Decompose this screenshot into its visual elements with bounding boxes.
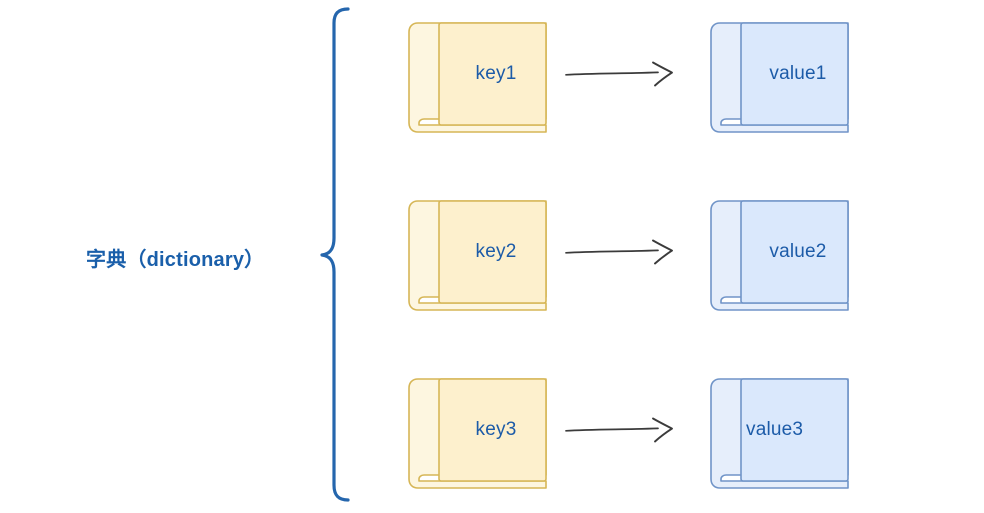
- arrow-head: [652, 61, 673, 87]
- book-page-shape: [740, 378, 849, 482]
- book-page-shape: [740, 200, 849, 304]
- book-shape-icon: [710, 378, 849, 489]
- book-shape-icon: [408, 22, 547, 133]
- arrow-icon: [565, 239, 673, 265]
- book-page-shape: [438, 22, 547, 126]
- arrow-head: [652, 239, 673, 265]
- book-shape-icon: [408, 200, 547, 311]
- book-node-value1[interactable]: value1: [710, 22, 854, 134]
- arrow-row-3: [563, 415, 683, 445]
- book-node-key1[interactable]: key1: [408, 22, 552, 134]
- arrow-shaft: [565, 427, 659, 432]
- book-page-shape: [438, 378, 547, 482]
- arrow-head: [652, 417, 673, 443]
- arrow-row-1: [563, 59, 683, 89]
- arrow-row-2: [563, 237, 683, 267]
- arrow-icon: [565, 61, 673, 87]
- curly-brace-icon: [320, 7, 350, 502]
- book-page-shape: [740, 22, 849, 126]
- arrow-shaft: [565, 71, 659, 76]
- arrow-icon: [565, 417, 673, 443]
- arrow-shaft: [565, 249, 659, 254]
- book-node-key2[interactable]: key2: [408, 200, 552, 312]
- book-page-shape: [438, 200, 547, 304]
- book-node-value2[interactable]: value2: [710, 200, 854, 312]
- book-node-key3[interactable]: key3: [408, 378, 552, 490]
- book-node-value3[interactable]: value3: [710, 378, 854, 490]
- book-shape-icon: [408, 378, 547, 489]
- book-shape-icon: [710, 22, 849, 133]
- book-shape-icon: [710, 200, 849, 311]
- group-label-dictionary: 字典（dictionary）: [86, 248, 265, 271]
